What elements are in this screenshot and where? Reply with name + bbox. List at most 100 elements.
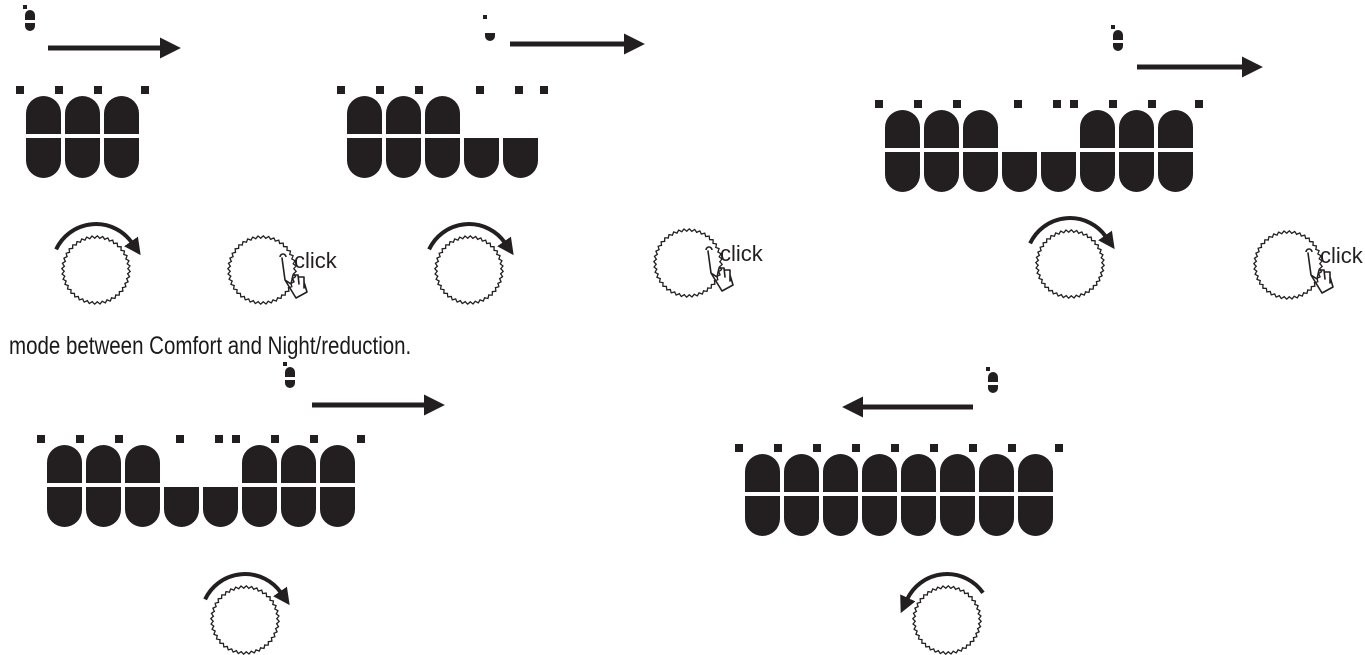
hand-press-icon	[1305, 248, 1334, 294]
indicator-dot	[891, 444, 899, 452]
mode-panel	[337, 15, 645, 178]
indicator-dot	[774, 444, 782, 452]
segment-full	[735, 444, 780, 536]
indicator-dot	[1014, 100, 1022, 108]
segment-full	[55, 86, 100, 178]
indicator-dot	[232, 435, 240, 443]
segment-full	[310, 435, 355, 527]
segment-half	[1002, 100, 1037, 192]
indicator-dot	[930, 444, 938, 452]
indicator-dot	[37, 435, 45, 443]
segment-full	[232, 435, 277, 527]
segment-full	[76, 435, 121, 527]
segment-full	[953, 100, 998, 192]
mode-caption: mode between Comfort and Night/reduction…	[9, 332, 412, 360]
mode-panel	[735, 367, 1063, 536]
indicator-dot	[55, 86, 63, 94]
segment-full	[969, 444, 1014, 536]
click-label: click	[720, 241, 764, 266]
click-buttons: click click click	[226, 227, 1364, 306]
indicator-dot	[914, 100, 922, 108]
rotary-knob-icon[interactable]	[203, 572, 290, 655]
segment-full	[1109, 100, 1154, 192]
indicator-dot	[94, 86, 102, 94]
rotate-cw-icon	[203, 572, 290, 606]
rotate-ccw-icon	[900, 572, 985, 614]
hand-press-icon	[279, 253, 308, 299]
indicator-dot	[1148, 100, 1156, 108]
rotate-cw-icon	[427, 222, 514, 256]
pointer-icon	[23, 5, 35, 31]
indicator-dot	[540, 86, 548, 94]
indicator-dot	[515, 86, 523, 94]
segment-full	[774, 444, 819, 536]
click-button[interactable]: click	[652, 227, 764, 299]
mode-panels	[16, 5, 1263, 536]
indicator-dot	[1055, 444, 1063, 452]
segment-half	[464, 86, 499, 178]
indicator-dot	[1053, 100, 1061, 108]
rotary-knobs	[54, 216, 1115, 655]
indicator-dot	[813, 444, 821, 452]
segment-half	[164, 435, 199, 527]
click-button[interactable]: click	[1252, 229, 1364, 301]
indicator-dot	[16, 86, 24, 94]
segment-full	[271, 435, 316, 527]
indicator-dot	[875, 100, 883, 108]
click-label: click	[294, 248, 338, 273]
click-button[interactable]: click	[226, 234, 338, 306]
segment-full	[415, 86, 460, 178]
segment-full	[852, 444, 897, 536]
hand-press-icon	[705, 246, 734, 292]
mode-panel	[37, 362, 445, 527]
indicator-dot	[1195, 100, 1203, 108]
indicator-dot	[376, 86, 384, 94]
segment-full	[1008, 444, 1053, 536]
indicator-dot	[141, 86, 149, 94]
indicator-dot	[476, 86, 484, 94]
segment-half	[1041, 100, 1076, 192]
segment-full	[337, 86, 382, 178]
segment-full	[914, 100, 959, 192]
pointer-icon	[483, 15, 495, 41]
pointer-icon	[1111, 25, 1123, 51]
indicator-dot	[215, 435, 223, 443]
indicator-dot	[852, 444, 860, 452]
indicator-dot	[337, 86, 345, 94]
segment-full	[930, 444, 975, 536]
segment-full	[115, 435, 160, 527]
segment-half	[503, 86, 538, 178]
indicator-dot	[357, 435, 365, 443]
rotary-knob-icon[interactable]	[54, 222, 141, 306]
rotary-knob-icon[interactable]	[900, 572, 985, 655]
indicator-dot	[1070, 100, 1078, 108]
segment-full	[376, 86, 421, 178]
indicator-dot	[969, 444, 977, 452]
rotate-cw-icon	[54, 222, 141, 256]
segment-full	[1148, 100, 1194, 192]
indicator-dot	[115, 435, 123, 443]
indicator-dot	[76, 435, 84, 443]
segment-full	[94, 86, 139, 178]
indicator-dot	[1109, 100, 1117, 108]
indicator-dot	[735, 444, 743, 452]
indicator-dot	[310, 435, 318, 443]
segment-full	[37, 435, 82, 527]
segment-full	[1070, 100, 1115, 192]
rotary-knob-icon[interactable]	[427, 222, 514, 306]
indicator-dot	[176, 435, 184, 443]
indicator-dot	[271, 435, 279, 443]
rotary-knob-icon[interactable]	[1028, 216, 1115, 300]
segment-full	[813, 444, 858, 536]
mode-panel	[875, 25, 1263, 192]
indicator-dot	[1008, 444, 1016, 452]
segment-full	[891, 444, 936, 536]
rotate-cw-icon	[1028, 216, 1115, 250]
segment-full	[16, 86, 61, 178]
indicator-dot	[415, 86, 423, 94]
click-label: click	[1320, 243, 1364, 268]
segment-full	[875, 100, 920, 192]
mode-panel	[16, 5, 181, 178]
pointer-icon	[283, 362, 295, 388]
